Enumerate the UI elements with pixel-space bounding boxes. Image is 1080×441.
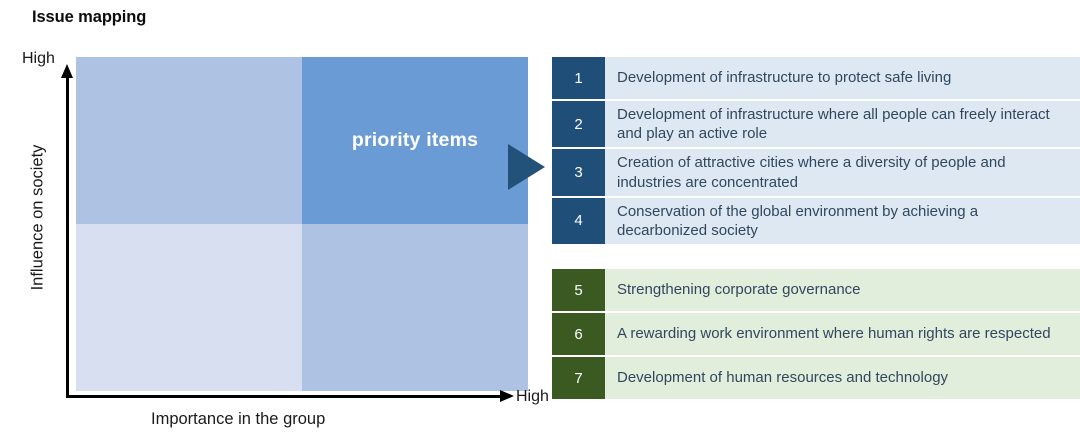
priority-arrow-icon (508, 144, 545, 190)
issue-text: Development of human resources and techn… (605, 357, 1080, 399)
issue-text: Conservation of the global environment b… (605, 197, 1080, 245)
issue-number-badge: 4 (552, 197, 605, 245)
issue-text: A rewarding work environment where human… (605, 313, 1080, 355)
issue-number-badge: 3 (552, 149, 605, 196)
y-axis-title: Influence on society (28, 144, 47, 291)
page-title: Issue mapping (32, 8, 147, 26)
y-axis-line (66, 76, 69, 398)
quadrant-top-left (76, 57, 302, 224)
issue-text: Development of infrastructure where all … (605, 101, 1080, 148)
x-axis-line (66, 395, 503, 398)
quadrant-top-right (302, 57, 528, 224)
x-axis-high-label: High (516, 388, 549, 405)
issue-number-badge: 2 (552, 101, 605, 148)
issue-number-badge: 1 (552, 57, 605, 99)
x-axis-title: Importance in the group (151, 410, 326, 428)
issue-text: Strengthening corporate governance (605, 269, 1080, 311)
issue-number-badge: 6 (552, 313, 605, 355)
y-axis-high-label: High (22, 50, 55, 67)
issue-text: Development of infrastructure to protect… (605, 57, 1080, 99)
priority-matrix: priority items (76, 57, 528, 391)
issue-text: Creation of attractive cities where a di… (605, 149, 1080, 196)
quadrant-bottom-left (76, 224, 302, 391)
issue-number-badge: 5 (552, 269, 605, 311)
x-axis-arrow-icon (500, 390, 514, 402)
y-axis-arrow-icon (61, 64, 73, 78)
quadrant-bottom-right (302, 224, 528, 391)
issue-number-badge: 7 (552, 357, 605, 399)
